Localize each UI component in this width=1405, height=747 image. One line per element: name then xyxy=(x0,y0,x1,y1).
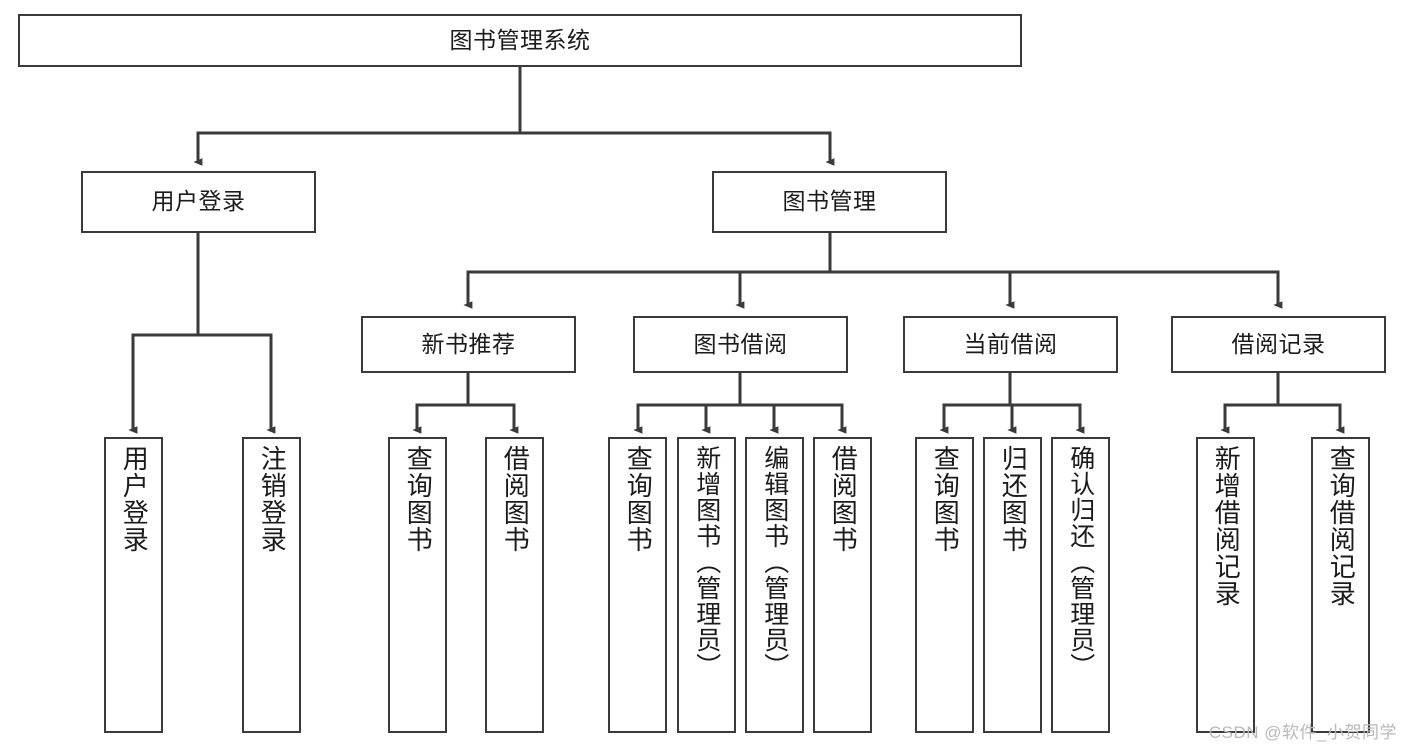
node-label: 用户登录 xyxy=(151,188,246,215)
node-user-login[interactable]: 用户登录 xyxy=(81,171,316,233)
leaf-borrow-book-1[interactable]: 借阅图书 xyxy=(485,437,544,733)
leaf-edit-book[interactable]: 编辑图书（管理员） xyxy=(745,437,804,733)
node-label: 查询借阅记录 xyxy=(1326,445,1357,607)
leaf-logout-login[interactable]: 注销登录 xyxy=(242,437,301,733)
node-label: 编辑图书（管理员） xyxy=(760,445,789,679)
node-new-book-recommend[interactable]: 新书推荐 xyxy=(361,316,576,373)
node-label: 借阅图书 xyxy=(828,445,859,553)
node-label: 借阅图书 xyxy=(500,445,531,553)
node-label: 查询图书 xyxy=(623,445,654,553)
leaf-add-record[interactable]: 新增借阅记录 xyxy=(1196,437,1255,733)
node-book-borrow[interactable]: 图书借阅 xyxy=(633,316,848,373)
node-label: 归还图书 xyxy=(998,445,1029,553)
node-current-borrow[interactable]: 当前借阅 xyxy=(903,316,1118,373)
node-label: 新增借阅记录 xyxy=(1211,445,1242,607)
node-label: 借阅记录 xyxy=(1231,330,1326,357)
leaf-user-login[interactable]: 用户登录 xyxy=(104,437,163,733)
leaf-query-book-2[interactable]: 查询图书 xyxy=(608,437,667,733)
leaf-borrow-book-2[interactable]: 借阅图书 xyxy=(813,437,872,733)
leaf-confirm-return[interactable]: 确认归还（管理员） xyxy=(1051,437,1110,733)
node-label: 当前借阅 xyxy=(963,330,1058,357)
node-label: 注销登录 xyxy=(257,445,288,553)
node-label: 查询图书 xyxy=(930,445,961,553)
node-label: 新增图书（管理员） xyxy=(692,445,721,679)
leaf-add-book[interactable]: 新增图书（管理员） xyxy=(677,437,736,733)
node-label: 用户登录 xyxy=(119,445,150,553)
leaf-query-record[interactable]: 查询借阅记录 xyxy=(1311,437,1370,733)
leaf-query-book-3[interactable]: 查询图书 xyxy=(915,437,974,733)
node-label: 图书借阅 xyxy=(693,330,788,357)
node-label: 新书推荐 xyxy=(421,330,516,357)
node-label: 图书管理系统 xyxy=(449,26,591,53)
node-book-manage[interactable]: 图书管理 xyxy=(712,171,947,233)
node-label: 查询图书 xyxy=(403,445,434,553)
leaf-return-book[interactable]: 归还图书 xyxy=(983,437,1042,733)
node-label: 确认归还（管理员） xyxy=(1066,445,1095,679)
node-borrow-record[interactable]: 借阅记录 xyxy=(1171,316,1386,373)
node-label: 图书管理 xyxy=(782,188,877,215)
leaf-query-book-1[interactable]: 查询图书 xyxy=(388,437,447,733)
node-root-system[interactable]: 图书管理系统 xyxy=(18,14,1022,67)
